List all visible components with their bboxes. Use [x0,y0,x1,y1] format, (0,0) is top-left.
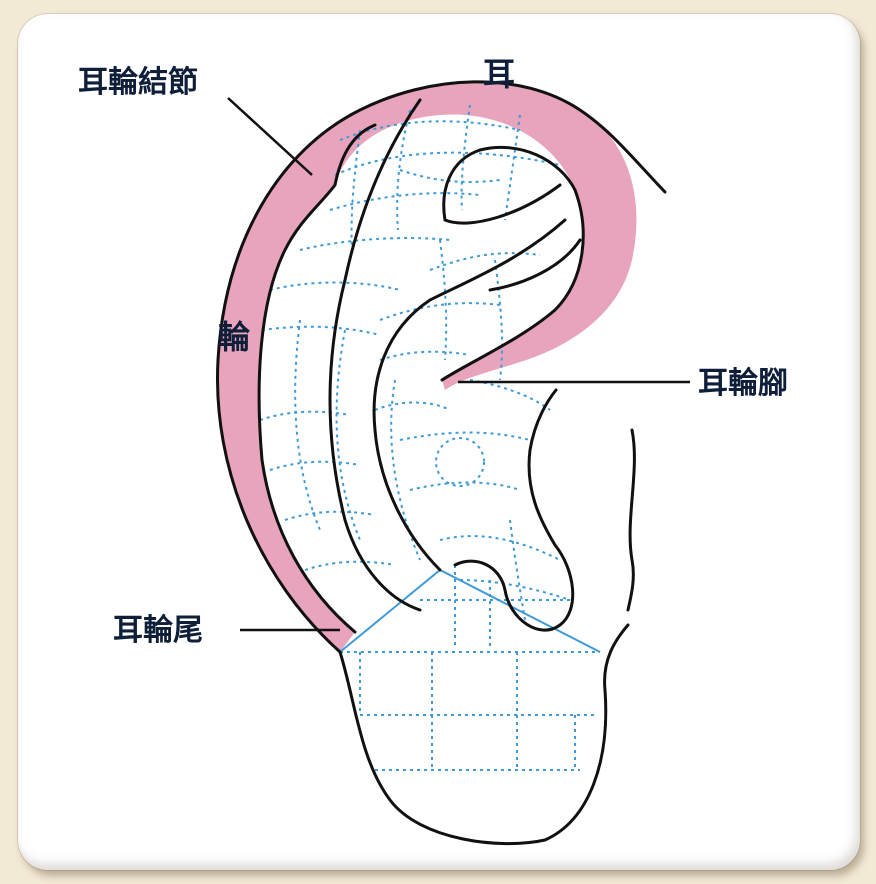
helix-band [217,82,636,652]
label-helix-tail: 耳輪尾 [113,613,203,648]
label-helix-root: 耳輪腳 [698,366,788,401]
label-helix-top: 耳 [483,55,515,93]
label-helix-node: 耳輪結節 [78,65,198,100]
leader-line-helix-node [228,98,312,175]
label-helix-side: 輪 [218,318,250,356]
